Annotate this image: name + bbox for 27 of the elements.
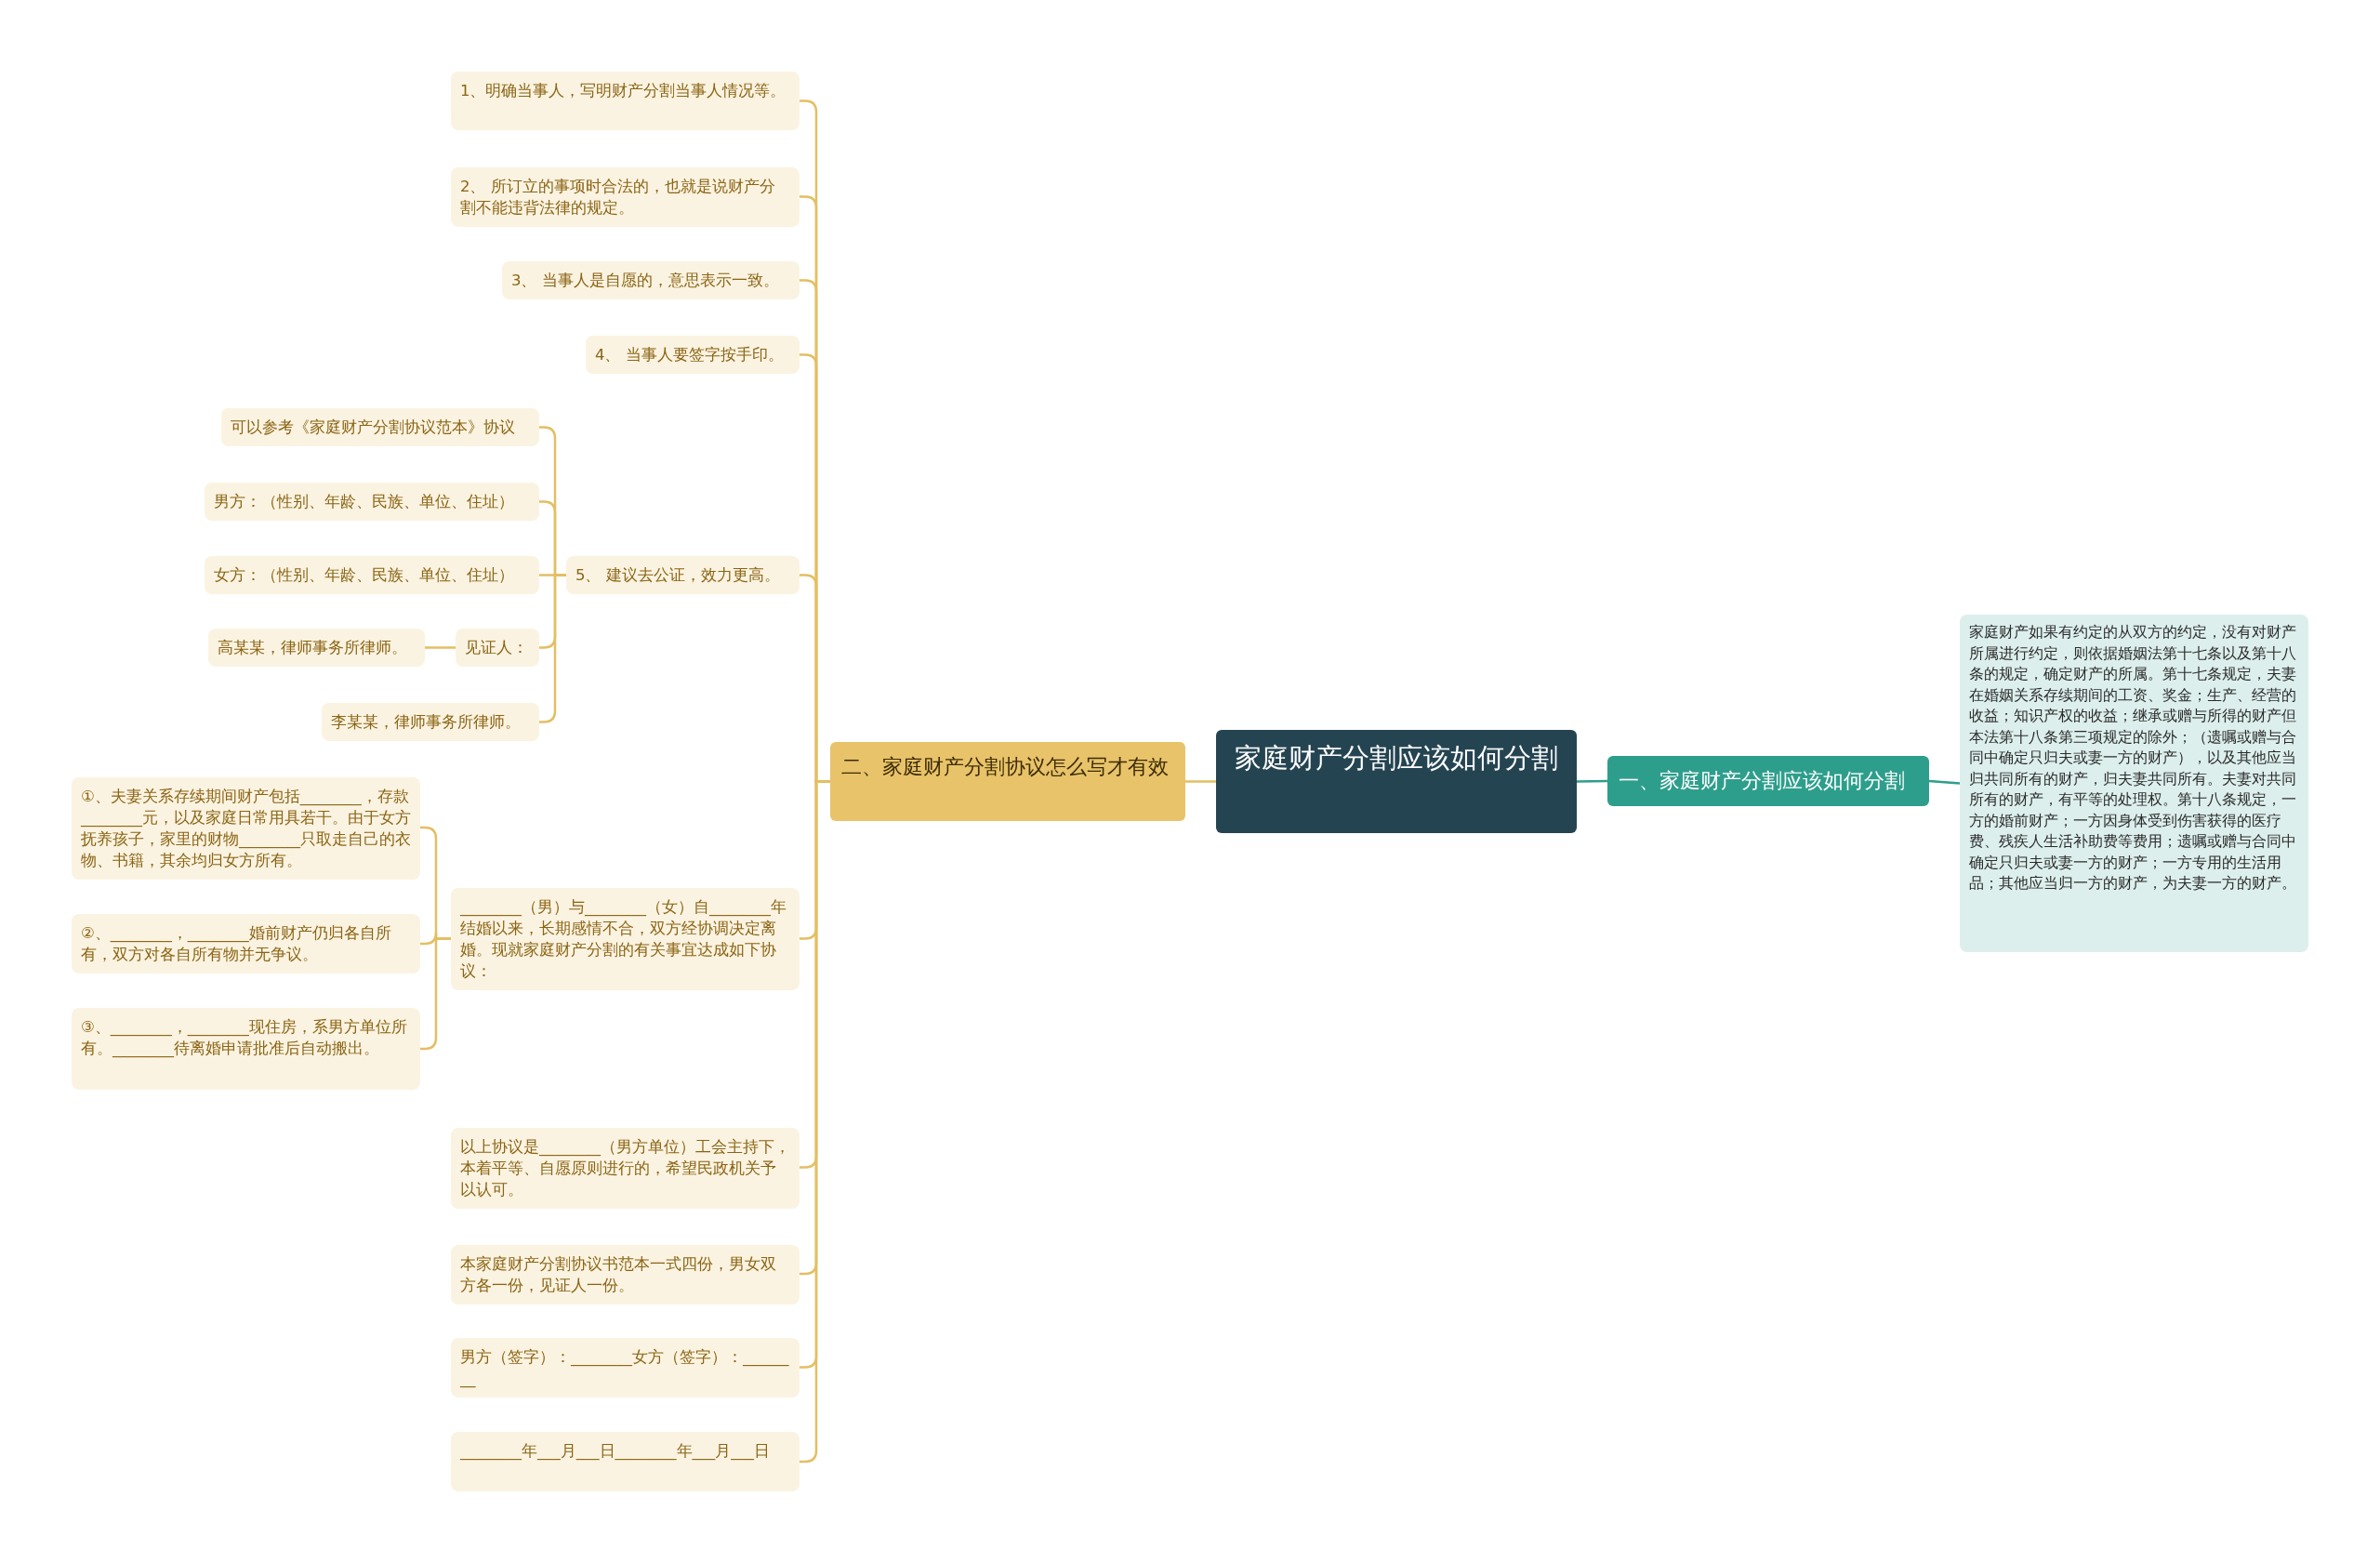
subtopic-box: ②、________，________婚前财产仍归各自所有，双方对各自所有物并无争议。 [72, 914, 420, 974]
subtopic-box: 3、 当事人是自愿的，意思表示一致。 [502, 261, 800, 299]
subtopic-box: 见证人： [456, 629, 539, 667]
topic-box: 一、家庭财产分割应该如何分割 [1607, 756, 1929, 806]
subtopic-box: 以上协议是________（男方单位）工会主持下，本着平等、自愿原则进行的，希望民政机关予以认可。 [451, 1128, 800, 1209]
subtopic-box: 本家庭财产分割协议书范本一式四份，男女双方各一份，见证人一份。 [451, 1245, 800, 1305]
subtopic-box: ________（男）与________（女）自________年结婚以来，长期感情不合，双方经协调决定离婚。现就家庭财产分割的有关事宜达成如下协议： [451, 888, 800, 990]
text-card: 家庭财产如果有约定的从双方的约定，没有对财产所属进行约定，则依据婚姻法第十七条以及第十八条的规定，确定财产的所属。第十七条规定，夫妻在婚姻关系存续期间的工资、奖金；生产、经营的收益；知识产权的收益；继承或赠与所得的财产但本法第十八条第三项规定的除外；（遗嘱或赠与合同中确定只归夫或妻一方的财产），以及其他应当归共同所有的财产，归夫妻共同所有。夫妻对共同所有的财产，有平等的处理权。第十八条规定，一方的婚前财产；一方因身体受到伤害获得的医疗费、残疾人生活补助费等费用；遗嘱或赠与合同中确定只归夫或妻一方的财产；一方专用的生活用品；其他应当归一方的财产，为夫妻一方的财产。 [1960, 615, 2308, 952]
subtopic-box: 高某某，律师事务所律师。 [208, 629, 425, 667]
subtopic-box: 5、 建议去公证，效力更高。 [566, 556, 800, 594]
subtopic-box: 男方：（性别、年龄、民族、单位、住址） [205, 483, 539, 521]
subtopic-box: ________年___月___日________年___月___日 [451, 1432, 800, 1491]
connector-line [1577, 779, 1607, 783]
subtopic-box: 可以参考《家庭财产分割协议范本》协议 [221, 408, 539, 446]
central-topic-box: 家庭财产分割应该如何分割 [1216, 730, 1577, 833]
subtopic-box: 女方：（性别、年龄、民族、单位、住址） [205, 556, 539, 594]
subtopic-box: 4、 当事人要签字按手印。 [586, 336, 800, 374]
subtopic-box: 男方（签字）：________女方（签字）：________ [451, 1338, 800, 1397]
topic-box: 二、家庭财产分割协议怎么写才有效 [830, 742, 1185, 821]
subtopic-box: ③、________，________现住房，系男方单位所有。________待离婚申请批准后自动搬出。 [72, 1008, 420, 1090]
connector-line [425, 646, 456, 649]
subtopic-box: 李某某，律师事务所律师。 [322, 703, 539, 741]
subtopic-box: 1、明确当事人，写明财产分割当事人情况等。 [451, 72, 800, 130]
connector-line [1185, 780, 1216, 783]
connector-line [1928, 779, 1961, 785]
subtopic-box: ①、夫妻关系存续期间财产包括________，存款________元，以及家庭日常用具若干。由于女方抚养孩子，家里的财物________只取走自己的衣物、书籍，其余均归女方所有。 [72, 777, 420, 880]
subtopic-box: 2、 所订立的事项时合法的，也就是说财产分割不能违背法律的规定。 [451, 167, 800, 227]
